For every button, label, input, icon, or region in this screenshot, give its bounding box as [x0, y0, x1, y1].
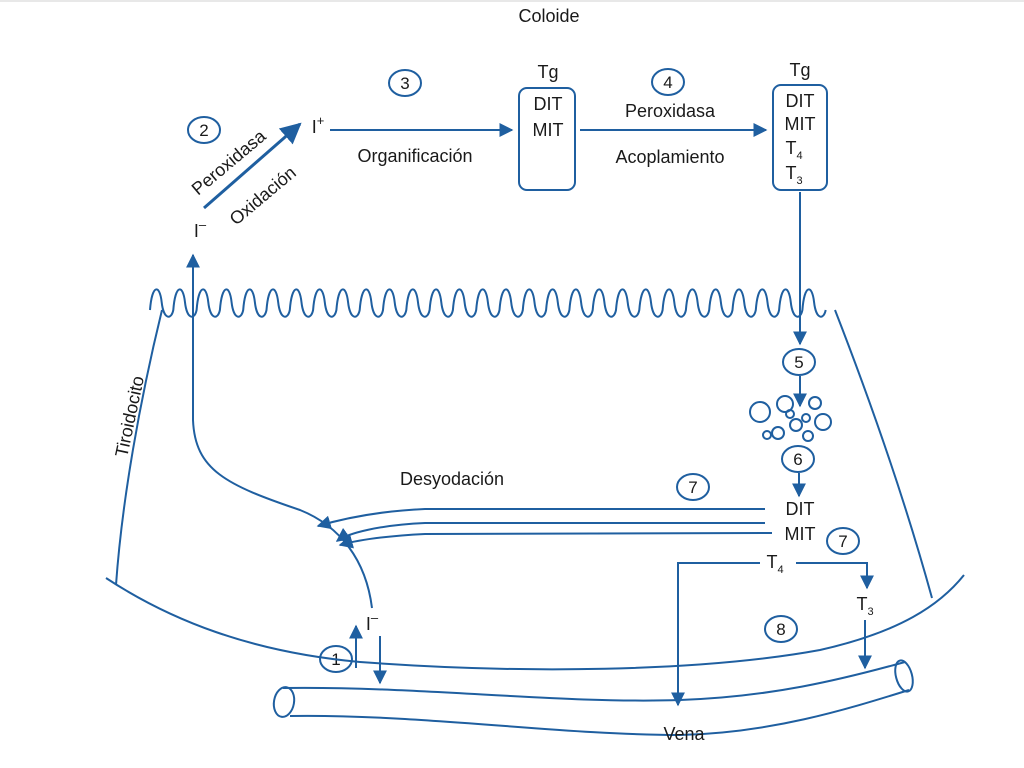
iodine-plus-label: I+ — [312, 113, 325, 137]
iodide-top-label: I– — [194, 217, 207, 241]
peroxidasa-top-label: Peroxidasa — [625, 101, 716, 121]
tiroidocito-label: Tiroidocito — [111, 374, 148, 459]
dit-label-cytoplasm: DIT — [786, 499, 815, 519]
acoplamiento-label: Acoplamiento — [615, 147, 724, 167]
step-circle-3: 3 — [388, 69, 422, 97]
dit-label-box1: DIT — [534, 94, 563, 114]
step-circle-7b: 7 — [826, 527, 860, 555]
svg-text:3: 3 — [400, 74, 409, 93]
svg-text:7: 7 — [688, 478, 697, 497]
organificacion-label: Organificación — [357, 146, 472, 166]
dit-label-box2: DIT — [786, 91, 815, 111]
deiodination-arrow-dit — [316, 508, 765, 530]
cell-wall-left — [115, 309, 163, 586]
step-circle-6: 6 — [781, 445, 815, 473]
mit-label-box2: MIT — [785, 114, 816, 134]
svg-text:7: 7 — [838, 532, 847, 551]
step-circle-2: 2 — [187, 116, 221, 144]
t4-secretion-arrow — [671, 562, 760, 707]
mit-label-box1: MIT — [533, 120, 564, 140]
colloid-droplets — [749, 395, 832, 442]
oxidacion-label: Oxidación — [226, 162, 300, 229]
apical-membrane-microvilli — [149, 288, 827, 318]
t4-label-cytoplasm: T4 — [766, 552, 783, 576]
step-circle-7a: 7 — [676, 473, 710, 501]
svg-text:2: 2 — [199, 121, 208, 140]
svg-text:4: 4 — [663, 73, 672, 92]
t3-label-cytoplasm: T3 — [856, 594, 873, 618]
t4-label-box2: T4 — [785, 138, 802, 162]
tg-label-right: Tg — [789, 60, 810, 80]
iodide-recycle-arrow — [186, 253, 373, 609]
oxidation-arrow — [203, 122, 302, 210]
t3-label-box2: T3 — [785, 163, 802, 187]
svg-text:6: 6 — [793, 450, 802, 469]
tg-box-left: Tg DIT MIT — [518, 62, 576, 191]
desyodacion-label: Desyodación — [400, 469, 504, 489]
deiodination-arrow-mit — [335, 522, 765, 542]
step-circle-5: 5 — [782, 348, 816, 376]
deiodination-arrow-inner — [338, 532, 773, 549]
t4-to-t3-arrow — [796, 562, 874, 590]
vena-label: Vena — [663, 724, 705, 744]
step-circle-4: 4 — [651, 68, 685, 96]
tg-box-right: Tg DIT MIT T4 T3 — [772, 60, 828, 191]
cell-wall-right — [834, 309, 933, 599]
vein-tube — [272, 659, 914, 737]
colloid-label: Coloide — [518, 6, 579, 26]
svg-text:8: 8 — [776, 620, 785, 639]
iodide-low-label: I– — [366, 610, 379, 634]
step-circle-8: 8 — [764, 615, 798, 643]
svg-text:5: 5 — [794, 353, 803, 372]
mit-label-cytoplasm: MIT — [785, 524, 816, 544]
tg-label-left: Tg — [537, 62, 558, 82]
basal-membrane — [105, 574, 965, 671]
